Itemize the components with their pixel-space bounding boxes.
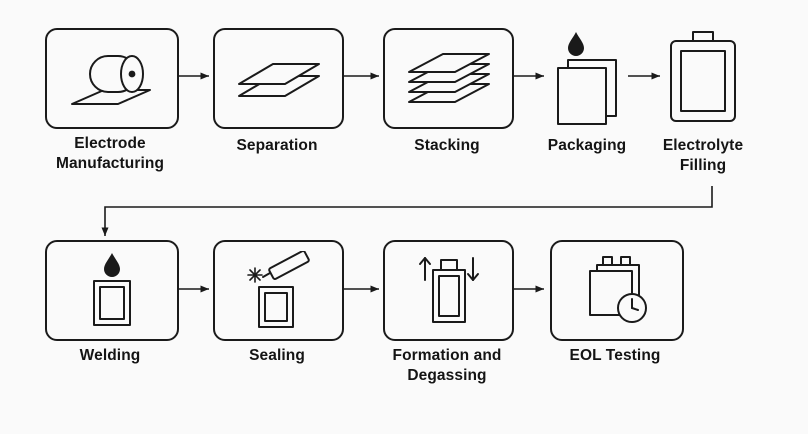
node-label-eol-testing: EOL Testing [569,347,661,364]
node-label-formation-degassing: Formation and Degassing [392,347,502,385]
electrode-roll-icon [68,46,156,112]
node-label-stacking: Stacking [414,137,480,154]
node-sealing [213,240,344,341]
welding-torch-icon [237,250,321,331]
separator-sheets-icon [235,52,323,106]
node-label-packaging: Packaging [547,137,627,154]
node-label-sealing: Sealing [249,347,305,364]
node-eol-testing [550,240,684,341]
arrow-electrolyte-to-welding [101,186,713,236]
node-label-separation: Separation [236,137,318,154]
node-separation [213,28,344,129]
node-label-welding: Welding [79,347,141,364]
node-electrode-manufacturing [45,28,179,129]
pouch-cell-icon [664,28,742,125]
node-label-electrode-manufacturing: Electrode Manufacturing [55,135,165,173]
node-label-electrolyte-filling: Electrolyte Filling [662,137,744,175]
node-stacking [383,28,514,129]
droplet-pouch-icon [82,251,142,331]
pouch-foils-droplet-icon [546,28,624,125]
spark-glyph [246,266,263,283]
node-welding [45,240,179,341]
stacked-sheets-icon [405,48,493,110]
pouch-degassing-arrows-icon [409,252,489,330]
node-formation-degassing [383,240,514,341]
battery-clock-icon [577,253,657,329]
